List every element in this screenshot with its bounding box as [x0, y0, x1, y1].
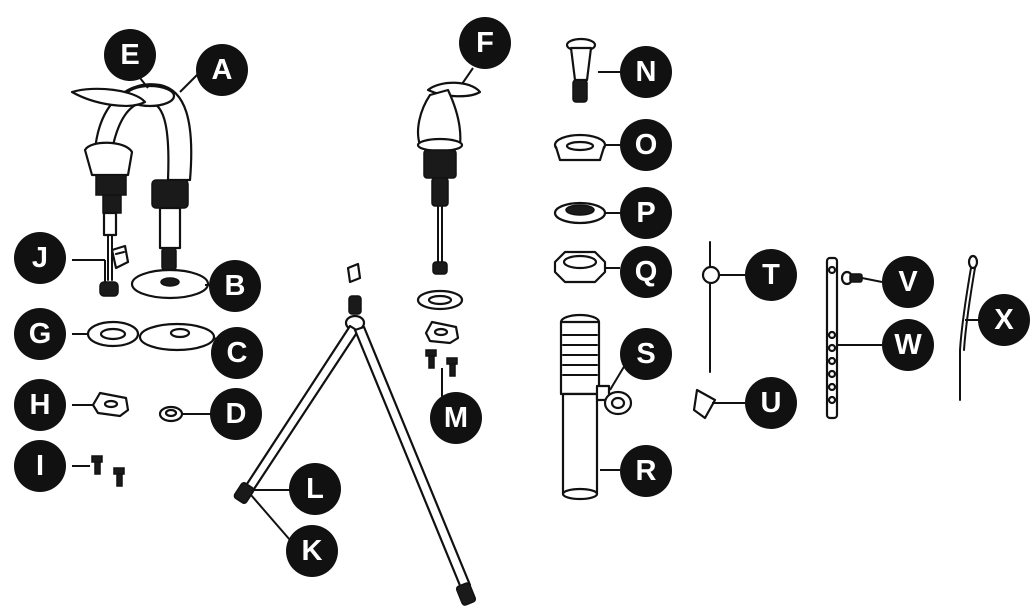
callout-m: M: [430, 392, 482, 444]
callout-t: T: [745, 249, 797, 301]
supply-hoses: [233, 262, 477, 606]
callout-j-label: J: [32, 242, 48, 274]
part-b-plate: [130, 268, 210, 300]
part-p-gasket: [553, 201, 607, 225]
part-r-drain-body: [559, 313, 611, 501]
callout-o-label: O: [635, 129, 658, 161]
callout-q: Q: [620, 246, 672, 298]
callout-x: X: [978, 294, 1030, 346]
part-d-nut: [158, 405, 184, 423]
callout-s-label: S: [636, 338, 655, 370]
part-t-pivot-rod: [701, 241, 721, 373]
callout-t-label: T: [762, 259, 780, 291]
callout-f-label: F: [476, 27, 494, 59]
callout-b-label: B: [225, 270, 246, 302]
callout-v: V: [882, 256, 934, 308]
spout-assembly: [70, 83, 193, 297]
part-i-screws: [91, 455, 125, 487]
callout-v-label: V: [898, 266, 918, 298]
callout-i: I: [14, 440, 66, 492]
callout-r: R: [620, 445, 672, 497]
callout-u-label: U: [761, 387, 782, 419]
callout-l: L: [289, 463, 341, 515]
callout-c: C: [211, 327, 263, 379]
callout-g: G: [14, 308, 66, 360]
handle-valve-assembly: [416, 81, 482, 275]
callout-n: N: [620, 46, 672, 98]
callout-r-label: R: [636, 455, 657, 487]
callout-c-label: C: [227, 337, 248, 369]
callout-j: J: [14, 232, 66, 284]
callout-k: K: [286, 525, 338, 577]
callout-l-label: L: [306, 473, 324, 505]
callout-n-label: N: [636, 56, 657, 88]
callout-u: U: [745, 377, 797, 429]
callout-a: A: [196, 44, 248, 96]
callout-h: H: [14, 379, 66, 431]
valve-washer: [416, 289, 464, 311]
callout-k-label: K: [302, 535, 323, 567]
callout-x-label: X: [994, 304, 1014, 336]
callout-i-label: I: [36, 450, 44, 482]
part-n-stopper: [565, 37, 597, 103]
part-g-washer: [86, 320, 140, 348]
part-h-bracket: [91, 391, 130, 418]
part-x-lift-rod: [959, 254, 979, 401]
callout-h-label: H: [30, 389, 51, 421]
callout-e-label: E: [120, 39, 139, 71]
callout-d: D: [210, 388, 262, 440]
callout-p-label: P: [636, 197, 655, 229]
part-u-clip: [692, 388, 717, 420]
callout-b: B: [209, 260, 261, 312]
callout-o: O: [620, 119, 672, 171]
part-q-nut: [553, 250, 607, 284]
part-m-bracket-screws: [424, 320, 460, 377]
part-s-pivot-nut: [603, 390, 633, 416]
part-w-strap: [825, 256, 839, 420]
callout-f: F: [459, 17, 511, 69]
callout-a-label: A: [212, 54, 233, 86]
callout-p: P: [620, 187, 672, 239]
callout-m-label: M: [444, 402, 468, 434]
callout-badges: A B C D E F G H I J K L M N O P Q R S T …: [14, 17, 1030, 577]
callout-s: S: [620, 328, 672, 380]
leader-lines: [72, 67, 990, 541]
callout-e: E: [104, 29, 156, 81]
part-j-clip: [110, 244, 130, 270]
callout-w-label: W: [894, 329, 922, 361]
part-o-flange: [553, 133, 607, 162]
callout-q-label: Q: [635, 256, 658, 288]
part-v-screw: [840, 270, 863, 286]
callout-g-label: G: [29, 318, 52, 350]
callout-w: W: [882, 319, 934, 371]
part-c-plate: [138, 322, 216, 352]
callout-d-label: D: [226, 398, 247, 430]
